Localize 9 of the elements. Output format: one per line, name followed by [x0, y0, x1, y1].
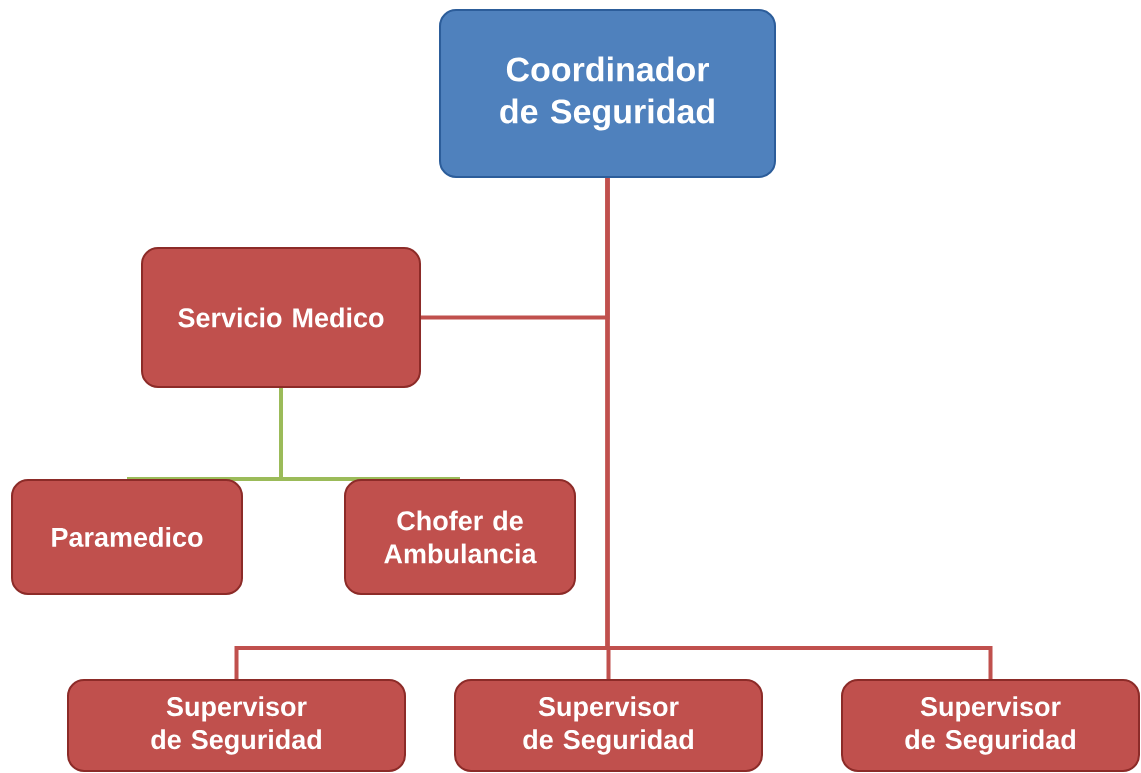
- role-box: Chofer de Ambulancia: [344, 479, 576, 595]
- connector-line: [279, 388, 460, 481]
- connector-line: [605, 178, 993, 679]
- department-box: Servicio Medico: [141, 247, 421, 388]
- role-box: Paramedico: [11, 479, 243, 595]
- role-box: Supervisor de Seguridad: [841, 679, 1140, 772]
- role-box: Supervisor de Seguridad: [454, 679, 763, 772]
- role-box: Supervisor de Seguridad: [67, 679, 406, 772]
- title-box: Coordinador de Seguridad: [439, 9, 776, 178]
